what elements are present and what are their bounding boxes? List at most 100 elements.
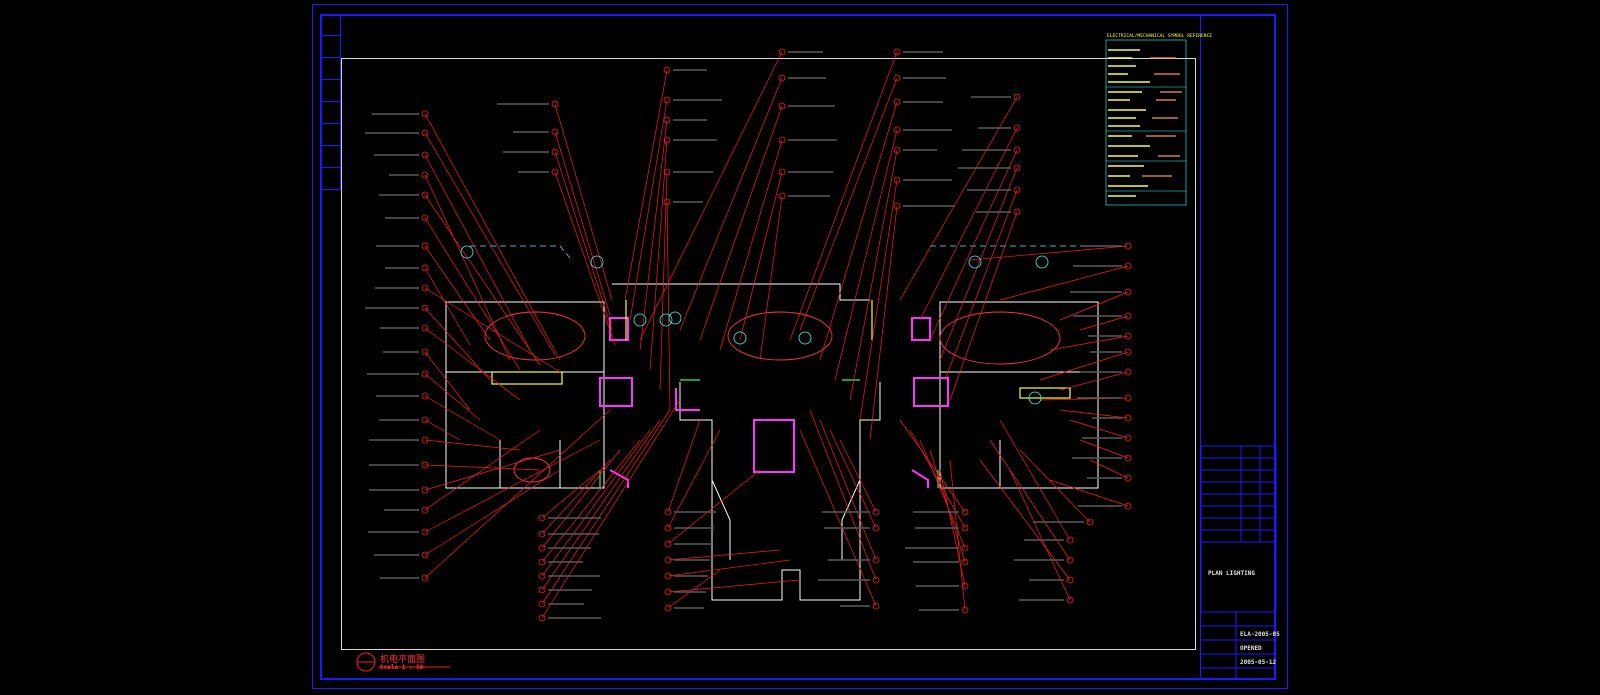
leader-line (719, 139, 783, 351)
leader-line (667, 559, 791, 577)
circle-tag-icon (421, 110, 429, 118)
circle-tag-icon (1124, 454, 1132, 462)
leader-line (834, 129, 898, 381)
circle-tag-icon (538, 544, 546, 552)
drawing-date: 2005-05-12 (1240, 659, 1277, 666)
circle-tag-icon (778, 136, 786, 144)
leader-line (1089, 459, 1129, 479)
leader-line (554, 151, 613, 331)
circle-tag-icon (1124, 348, 1132, 356)
circle-tag-icon (538, 586, 546, 594)
leader-line (424, 245, 491, 341)
circle-tag-icon (1124, 312, 1132, 320)
leader-line (949, 211, 1018, 401)
leader-line (541, 459, 611, 535)
legend-title: ELECTRICAL/MECHANICAL SYMBOL REFERENCE (1107, 34, 1213, 39)
circle-tag-icon (538, 514, 546, 522)
circle-tag-icon (1124, 414, 1132, 422)
title-block-grid (1200, 445, 1277, 680)
floor-plan-walls (445, 283, 1099, 601)
leader-line (424, 429, 541, 511)
annotation-tags (421, 48, 1132, 622)
leader-line (969, 245, 1129, 261)
leader-line (424, 132, 556, 356)
circle-tag-icon (421, 436, 429, 444)
leader-line (666, 201, 671, 411)
leader-line (424, 154, 531, 351)
leader-line (899, 96, 1018, 301)
leader-line (919, 439, 966, 549)
circle-tag-icon (663, 66, 671, 74)
leader-line (424, 307, 491, 381)
leader-line (424, 373, 481, 421)
circle-tag-icon (664, 508, 672, 516)
annotation-leaders (424, 51, 1129, 619)
circle-tag-icon (663, 96, 671, 104)
circle-tag-icon (551, 168, 559, 176)
circle-tag-icon (893, 146, 901, 154)
circle-tag-icon (872, 602, 880, 610)
circle-tag-icon (664, 604, 672, 612)
leader-line (424, 439, 601, 533)
circle-tag-icon (961, 582, 969, 590)
leader-line (819, 419, 877, 561)
leader-line (424, 449, 561, 491)
leader-line (809, 409, 877, 581)
leader-line (1009, 469, 1071, 601)
light-fixture-icon (668, 311, 682, 325)
light-fixture-icon (1035, 255, 1049, 269)
sheet-inner-border (320, 14, 1276, 680)
circle-tag-icon (538, 614, 546, 622)
circle-tag-icon (1124, 242, 1132, 250)
leader-line (424, 439, 521, 451)
light-fixture-icon (590, 255, 604, 269)
circle-tag-icon (551, 128, 559, 136)
light-fixture-icon (968, 255, 982, 269)
drawing-viewport[interactable] (341, 58, 1196, 650)
leader-line (1079, 315, 1129, 331)
leader-line (541, 399, 681, 619)
circle-tag-icon (421, 284, 429, 292)
circle-tag-icon (1124, 332, 1132, 340)
circle-tag-icon (421, 416, 429, 424)
circle-tag-icon (421, 348, 429, 356)
circle-tag-icon (1124, 434, 1132, 442)
leader-line (424, 419, 461, 441)
leader-line (424, 351, 471, 411)
leader-line (1059, 409, 1129, 419)
circle-tag-icon (1124, 288, 1132, 296)
circle-tag-icon (1066, 536, 1074, 544)
leader-line (789, 51, 898, 341)
leader-line (667, 579, 801, 593)
leader-line (667, 549, 781, 561)
circle-tag-icon (421, 264, 429, 272)
leader-line (909, 429, 966, 529)
light-fixture-icon (1028, 391, 1042, 405)
circle-tag-icon (421, 528, 429, 536)
leader-line (624, 69, 668, 301)
light-fixture-icon (733, 331, 747, 345)
circle-tag-icon (664, 572, 672, 580)
circle-tag-icon (1124, 394, 1132, 402)
leader-line (1049, 479, 1129, 507)
circle-tag-icon (778, 74, 786, 82)
leader-line (849, 149, 898, 401)
light-fixture-icon (659, 313, 673, 327)
drawing-number: ELA-2005-05 (1240, 631, 1280, 638)
leader-line (667, 419, 701, 513)
circle-tag-icon (893, 48, 901, 56)
leader-line (424, 287, 561, 373)
circle-tag-icon (1086, 518, 1094, 526)
light-fixture-icon (633, 313, 647, 327)
leader-line (424, 113, 561, 361)
circle-tag-icon (872, 524, 880, 532)
leader-line (659, 171, 668, 391)
circle-tag-icon (1013, 164, 1021, 172)
circle-tag-icon (421, 574, 429, 582)
leader-line (667, 569, 721, 609)
circle-tag-icon (1013, 146, 1021, 154)
circle-tag-icon (664, 588, 672, 596)
circle-tag-icon (538, 530, 546, 538)
circle-tag-icon (961, 508, 969, 516)
